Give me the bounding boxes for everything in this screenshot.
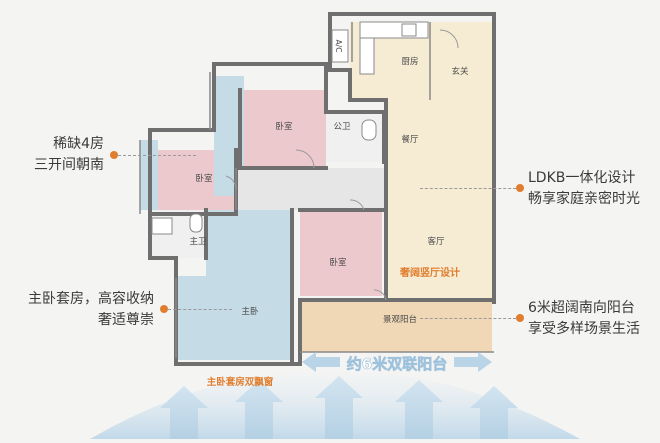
public-bath-label: 公卫 xyxy=(333,122,351,132)
bedroom-center-area xyxy=(300,210,382,296)
callout-line-1: LDKB一体化设计 xyxy=(528,170,636,186)
callout-rooms: 稀缺4房 三开间朝南 xyxy=(34,134,104,176)
master-bedroom-label: 主卧 xyxy=(241,306,259,317)
callout-line xyxy=(420,188,516,190)
toilet-icon xyxy=(151,119,377,235)
callout-line-2: 畅享家庭亲密时光 xyxy=(528,191,640,207)
callout-line-1: 6米超阔南向阳台 xyxy=(528,300,635,316)
callout-master-suite: 主卧套房，高容收纳 奢适尊崇 xyxy=(28,289,154,331)
orange-dot-icon xyxy=(110,151,118,159)
callout-line-1: 主卧套房，高容收纳 xyxy=(28,291,154,307)
orange-dot-icon xyxy=(160,305,168,313)
entrance-label: 玄关 xyxy=(451,66,469,77)
callout-line-2: 享受多样场景生活 xyxy=(528,321,640,337)
double-arrow-icon xyxy=(302,352,492,372)
bedroom-top-area xyxy=(240,90,326,168)
master-bath-label: 主卫 xyxy=(189,236,207,247)
kitchen-counters xyxy=(359,21,429,75)
callout-line xyxy=(420,318,516,320)
master-bay-label: 主卧套房双飘窗 xyxy=(207,376,274,388)
bedroom-center-label: 卧室 xyxy=(329,257,347,268)
orange-dot-icon xyxy=(516,184,524,192)
hall-design-label: 奢阔竖厅设计 xyxy=(399,266,460,279)
living-dining-area xyxy=(386,98,492,304)
callout-line-2: 奢适尊崇 xyxy=(98,312,154,328)
master-bay-area xyxy=(176,276,208,360)
bedroom-top-label: 卧室 xyxy=(275,121,293,132)
corridor-area xyxy=(236,168,386,210)
living-label: 客厅 xyxy=(427,236,445,247)
callout-ldkb: LDKB一体化设计 畅享家庭亲密时光 xyxy=(528,168,640,210)
balcony-area xyxy=(300,300,492,352)
kitchen-label: 厨房 xyxy=(401,56,418,67)
callout-line xyxy=(118,155,196,157)
ac-unit xyxy=(331,29,349,63)
balcony-span-label: 约6米双联阳台 xyxy=(347,355,447,373)
door-swings xyxy=(225,29,459,301)
callout-balcony: 6米超阔南向阳台 享受多样场景生活 xyxy=(528,298,640,340)
sunlight-arrow-icon xyxy=(160,376,518,439)
callout-line-1: 稀缺4房 xyxy=(53,136,104,152)
dining-label: 餐厅 xyxy=(401,135,419,145)
balcony-label: 景观阳台 xyxy=(383,314,417,325)
master-bedroom-area xyxy=(206,210,292,360)
thin-walls xyxy=(139,22,494,358)
ac-label: A/C xyxy=(334,40,343,53)
callout-line-2: 三开间朝南 xyxy=(34,157,104,173)
walls xyxy=(148,12,496,366)
orange-dot-icon xyxy=(516,314,524,322)
callout-line xyxy=(168,309,232,311)
bedroom-left-label: 卧室 xyxy=(195,173,213,184)
